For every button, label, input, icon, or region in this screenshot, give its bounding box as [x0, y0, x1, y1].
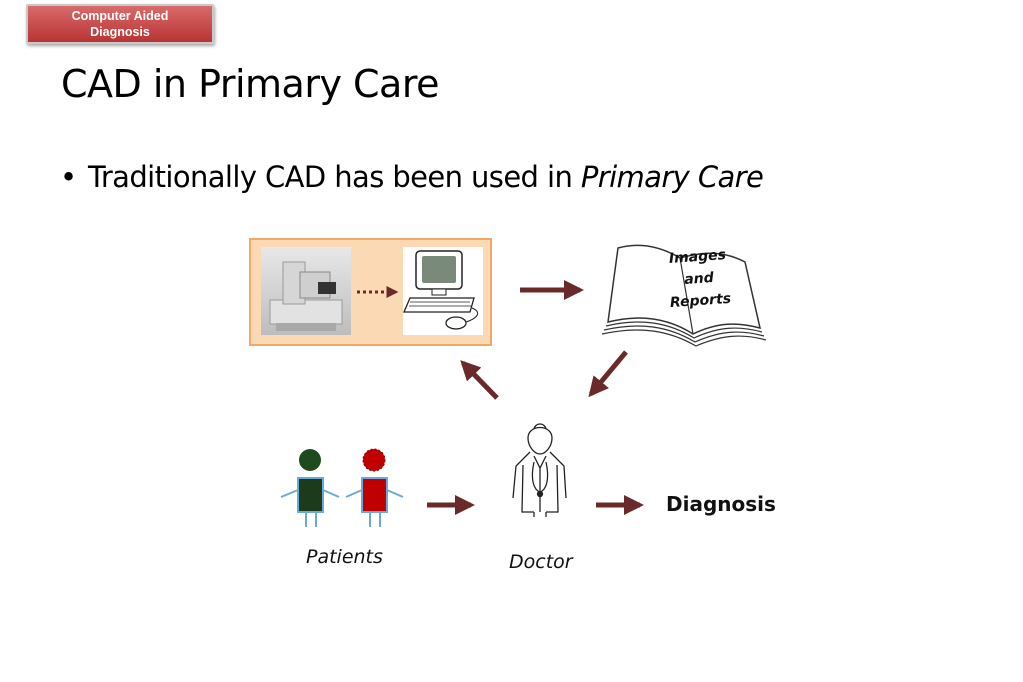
doctor-label: Doctor [509, 551, 573, 573]
topic-badge: Computer Aided Diagnosis [26, 4, 214, 44]
patient-figure-2 [345, 448, 404, 527]
slide-title: CAD in Primary Care [61, 62, 440, 106]
diagnosis-label: Diagnosis [666, 492, 776, 516]
book-label: Images and Reports [654, 243, 744, 315]
badge-line-1: Computer Aided [71, 9, 169, 23]
patient-figure-1 [280, 449, 340, 527]
computer-icon [403, 247, 483, 335]
doctor-figure [512, 423, 567, 517]
fundus-camera-image [261, 247, 351, 335]
bullet-text: Traditionally CAD has been used in [88, 160, 581, 194]
badge-line-2: Diagnosis [90, 25, 150, 39]
bullet-emphasis: Primary Care [580, 160, 764, 194]
bullet-dot: • [60, 160, 77, 194]
arrow-book-to-doctor [588, 350, 628, 398]
arrow-doctor-to-equipment [460, 360, 499, 400]
book-icon [601, 244, 767, 347]
patients-label: Patients [306, 546, 383, 568]
equipment-panel [249, 238, 492, 346]
bullet-point: • Traditionally CAD has been used in Prim… [60, 160, 764, 194]
